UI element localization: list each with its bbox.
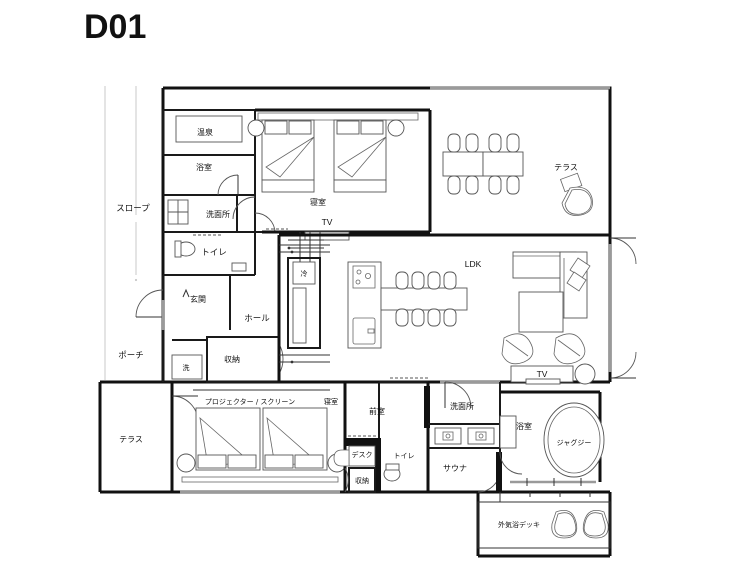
- room-label-washroom-1: 洗面所: [206, 209, 230, 219]
- room-label-desk: デスク: [352, 450, 373, 459]
- page-title: D01: [84, 8, 147, 46]
- room-label-terrace-1: テラス: [554, 163, 578, 172]
- room-label-outdoor-deck: 外気浴デッキ: [498, 520, 540, 529]
- room-label-slope: スロープ: [116, 203, 150, 213]
- ldk-area: [277, 233, 637, 385]
- room-label-bedroom-2: 寝室: [324, 397, 338, 406]
- room-label-projector: プロジェクター / スクリーン: [205, 397, 295, 406]
- room-label-tv-living: TV: [537, 369, 548, 379]
- room-label-porch: ポーチ: [118, 350, 144, 360]
- room-label-storage-2: 収納: [355, 476, 369, 485]
- room-label-washroom-2: 洗面所: [450, 401, 474, 411]
- lower-block: [170, 381, 611, 549]
- room-label-bedroom-1: 寝室: [310, 197, 326, 207]
- room-label-storage-1: 収納: [224, 354, 240, 364]
- room-label-toilet-1: トイレ: [201, 247, 227, 257]
- terrace-1-area: [430, 133, 610, 237]
- room-label-ldk: LDK: [465, 259, 482, 269]
- room-label-washer: 洗: [183, 363, 190, 372]
- room-labels: スロープ 温泉 浴室 洗面所 トイレ 玄関 ホール ポーチ 洗 収納 寝室 TV…: [116, 127, 591, 529]
- room-label-jacuzzi: ジャグジー: [557, 438, 592, 447]
- slope-area: [104, 86, 138, 380]
- room-label-anteroom: 前室: [369, 406, 385, 416]
- room-label-bathroom-2: 浴室: [516, 421, 532, 431]
- room-label-onsen: 温泉: [197, 127, 213, 137]
- room-label-fridge: 冷: [301, 269, 308, 278]
- bedroom-1-area: [232, 108, 432, 262]
- room-label-hall: ホール: [244, 313, 270, 323]
- room-label-sauna: サウナ: [443, 464, 467, 473]
- glazing-upper: [161, 86, 610, 330]
- room-label-tv-bedroom-1: TV: [322, 217, 333, 227]
- room-label-terrace-2: テラス: [119, 435, 143, 444]
- room-label-toilet-2: トイレ: [394, 452, 415, 460]
- room-label-genkan: 玄関: [190, 294, 206, 304]
- room-label-bathroom-1: 浴室: [196, 162, 212, 172]
